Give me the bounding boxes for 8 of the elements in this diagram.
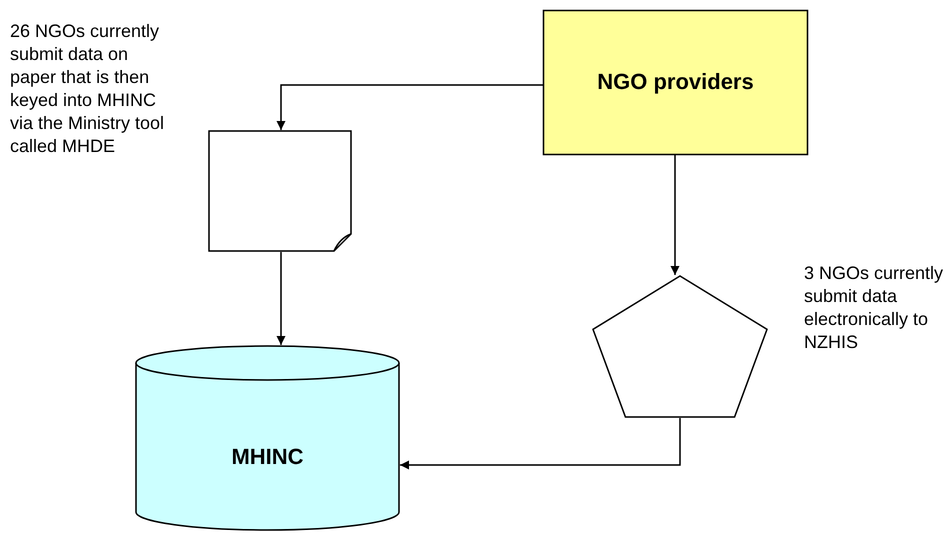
node-label: MHINC <box>231 443 304 471</box>
note-text: 26 NGOs currently submit data on paper that is then keyed into MHINC via the Ministry tool called MHDE <box>10 20 166 158</box>
arrow <box>276 252 286 345</box>
node-label: NGO providers <box>597 69 754 96</box>
arrow <box>276 84 543 130</box>
arrow <box>670 155 680 275</box>
note-text: 3 NGOs currently submit data electronically to NZHIS <box>804 262 944 354</box>
arrow <box>400 418 681 470</box>
